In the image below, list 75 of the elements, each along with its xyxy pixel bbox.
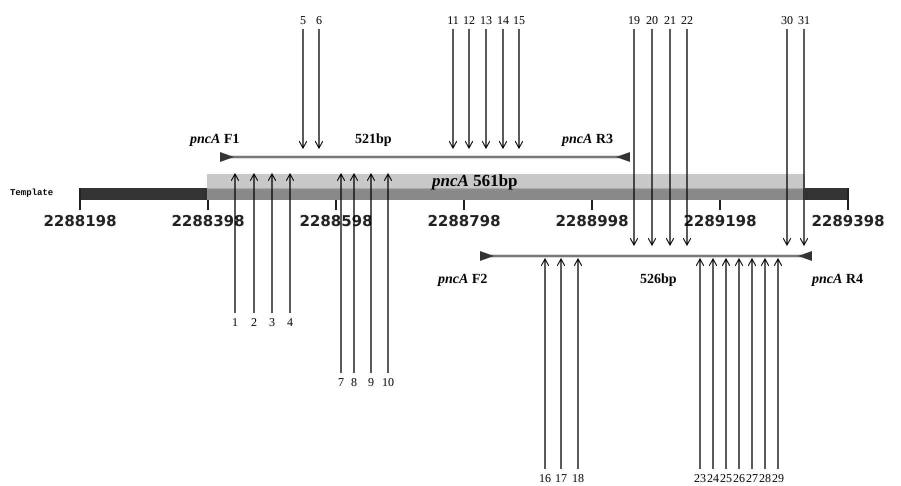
mutation-number: 20	[646, 13, 658, 27]
mutation-arrow	[556, 258, 566, 469]
mutation-number: 23	[694, 471, 706, 485]
mutation-arrow	[708, 258, 718, 469]
mutation-number: 16	[539, 471, 551, 485]
mutation-arrow	[514, 29, 524, 149]
mutation-arrow	[540, 258, 550, 469]
mutation-number: 22	[681, 13, 693, 27]
mutation-number: 7	[338, 375, 344, 389]
mutation-number: 4	[287, 315, 293, 329]
mutation-arrow	[682, 29, 692, 246]
mutation-arrow	[285, 173, 295, 313]
mutation-arrow	[760, 258, 770, 469]
mutation-number: 10	[382, 375, 394, 389]
mutation-number: 28	[759, 471, 771, 485]
mutation-arrow	[647, 29, 657, 246]
mutation-number: 2	[251, 315, 257, 329]
mutation-arrow	[665, 29, 675, 246]
mutation-number: 25	[720, 471, 732, 485]
mutation-arrow	[314, 29, 324, 149]
mutation-number: 31	[798, 13, 810, 27]
mutation-arrow	[230, 173, 240, 313]
mutation-arrow	[366, 173, 376, 373]
mutation-number: 24	[707, 471, 719, 485]
mutation-number: 19	[628, 13, 640, 27]
mutation-arrow	[249, 173, 259, 313]
mutation-number: 15	[513, 13, 525, 27]
mutation-number: 27	[746, 471, 758, 485]
mutation-number: 11	[447, 13, 459, 27]
mutation-arrow	[349, 173, 359, 373]
mutation-number: 12	[463, 13, 475, 27]
mutation-arrow	[573, 258, 583, 469]
mutation-number: 18	[572, 471, 584, 485]
primer-label: pncA R3	[562, 132, 613, 148]
mutation-arrow	[721, 258, 731, 469]
mutation-arrow	[298, 29, 308, 149]
mutation-number: 3	[269, 315, 275, 329]
mutation-arrow	[448, 29, 458, 149]
mutation-arrow	[383, 173, 393, 373]
mutation-arrow	[481, 29, 491, 149]
mutation-number: 13	[480, 13, 492, 27]
template-label: Template	[10, 188, 54, 199]
mutation-number: 14	[497, 13, 509, 27]
position-label: 2289398	[811, 212, 885, 230]
mutation-arrow	[267, 173, 277, 313]
primer-label: pncA F2	[438, 272, 488, 288]
amplicon-size: 526bp	[640, 272, 677, 288]
mutation-number: 9	[368, 375, 374, 389]
mutation-arrow	[799, 29, 809, 246]
position-label: 2288198	[43, 212, 117, 230]
mutation-arrow	[695, 258, 705, 469]
mutation-arrow	[747, 258, 757, 469]
mutation-arrow	[782, 29, 792, 246]
mutation-arrow	[773, 258, 783, 469]
mutation-arrow	[629, 29, 639, 246]
gene-label: pncA 561bp	[432, 171, 518, 191]
amplicon-size: 521bp	[355, 132, 392, 148]
position-label: 2288798	[427, 212, 501, 230]
mutation-number: 21	[664, 13, 676, 27]
mutation-arrow	[336, 173, 346, 373]
mutation-number: 29	[772, 471, 784, 485]
mutation-arrow	[464, 29, 474, 149]
mutation-arrow	[498, 29, 508, 149]
gene-band	[207, 174, 805, 200]
mutation-number: 8	[351, 375, 357, 389]
mutation-number: 17	[555, 471, 567, 485]
mutation-number: 6	[316, 13, 322, 27]
mutation-number: 5	[300, 13, 306, 27]
mutation-number: 26	[733, 471, 745, 485]
primer-label: pncA R4	[812, 272, 863, 288]
mutation-arrow	[734, 258, 744, 469]
mutation-number: 1	[232, 315, 238, 329]
primer-label: pncA F1	[190, 132, 240, 148]
mutation-number: 30	[781, 13, 793, 27]
position-label: 2288998	[555, 212, 629, 230]
